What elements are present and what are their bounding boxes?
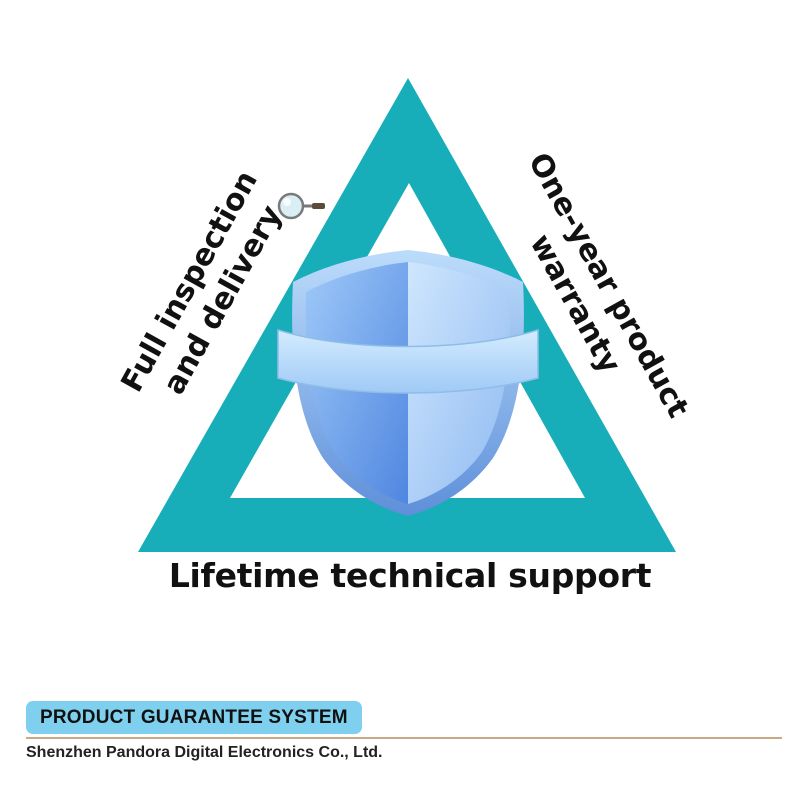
shield-band [277, 328, 539, 394]
bottom-label: Lifetime technical support [168, 556, 652, 595]
footer-divider [26, 737, 782, 739]
shield-icon [277, 250, 539, 516]
company-name: Shenzhen Pandora Digital Electronics Co.… [26, 744, 383, 761]
triangle-frame [138, 78, 676, 552]
section-badge: PRODUCT GUARANTEE SYSTEM [26, 701, 362, 734]
magnifier-icon [277, 192, 325, 220]
